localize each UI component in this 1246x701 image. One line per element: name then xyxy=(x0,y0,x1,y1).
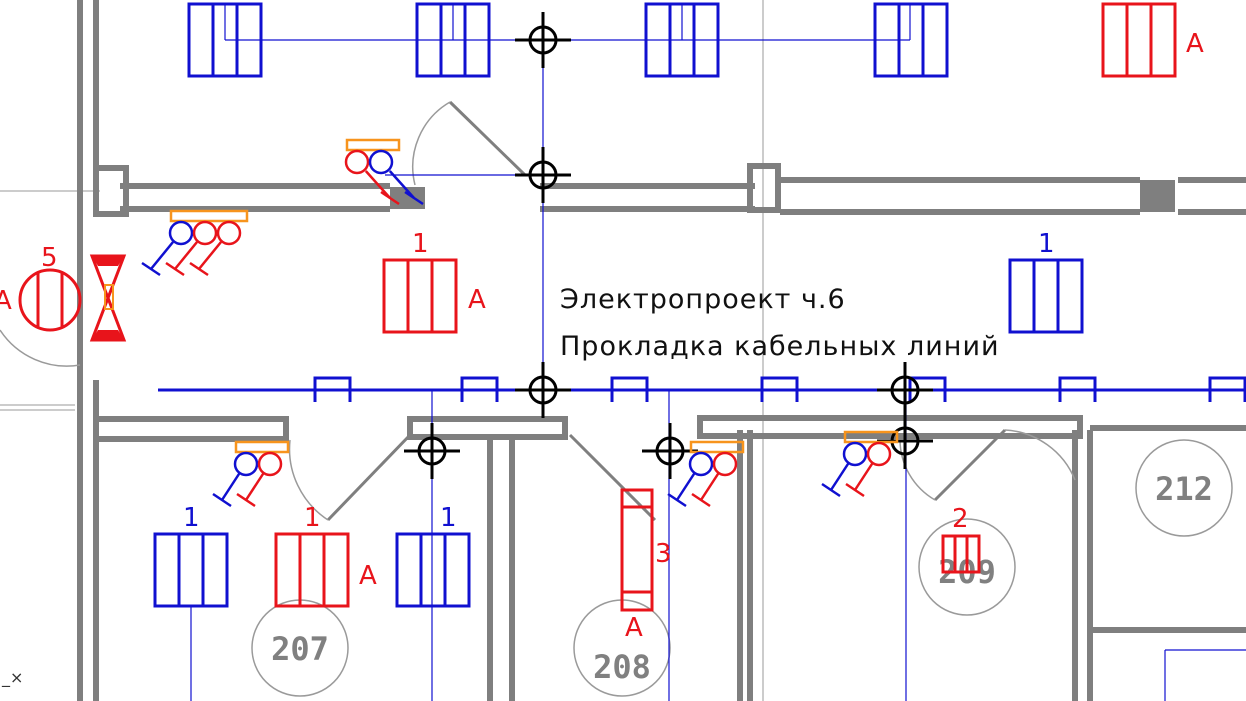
radiator-blue xyxy=(873,2,949,78)
label-low-1-red: 1 xyxy=(304,503,321,533)
convector-3 xyxy=(620,488,654,612)
pipe-compensators xyxy=(313,376,1246,402)
label-fan-a: A xyxy=(0,286,12,316)
label-conv-3: 3 xyxy=(655,539,672,569)
riser-symbol-icon xyxy=(515,147,571,203)
riser-symbol-icon xyxy=(877,362,933,418)
room-number: 207 xyxy=(271,630,329,668)
label-low-1a: 1 xyxy=(183,503,200,533)
room-number: 212 xyxy=(1155,470,1213,508)
valve-groups xyxy=(141,138,899,508)
label-rad-1: 1 xyxy=(412,229,429,259)
room-tag: 212 xyxy=(1135,439,1233,537)
compensator-bracket xyxy=(1058,376,1097,402)
radiator-red xyxy=(382,258,458,334)
valve-group-icon xyxy=(212,440,290,508)
label-rad-1-a: A xyxy=(468,285,486,315)
fan-5 xyxy=(18,268,82,332)
riser-symbol-icon xyxy=(515,362,571,418)
room-tag: 207 xyxy=(251,599,349,697)
room-number: 208 xyxy=(593,648,651,686)
label-fan-5: 5 xyxy=(41,243,58,273)
label-rad-2: 2 xyxy=(952,504,969,534)
radiator-blue xyxy=(1008,258,1084,334)
radiators xyxy=(153,2,1177,612)
valve-group-icon xyxy=(141,209,249,277)
valve-group-icon xyxy=(821,430,899,498)
radiator-blue xyxy=(153,532,229,608)
radiator-blue xyxy=(395,532,471,608)
compensator-bracket xyxy=(610,376,649,402)
room-tag: 208 xyxy=(573,599,671,697)
label-low-1-red-a: A xyxy=(359,561,377,591)
note-subtitle: Прокладка кабельных линий xyxy=(560,331,1000,362)
valve-group-icon xyxy=(667,440,745,508)
radiator-blue xyxy=(644,2,720,78)
label-top-a: A xyxy=(1186,29,1204,59)
radiator-red-small xyxy=(941,534,981,574)
radiator-blue xyxy=(415,2,491,78)
riser-symbol-icon xyxy=(515,12,571,68)
grid-lines xyxy=(0,0,764,701)
valve-group-icon xyxy=(344,138,424,206)
riser-symbol-icon xyxy=(642,423,698,479)
compensator-bracket xyxy=(460,376,499,402)
radiator-blue xyxy=(187,2,263,78)
label-low-1b: 1 xyxy=(440,503,457,533)
compensator-bracket xyxy=(313,376,352,402)
compensator-bracket xyxy=(1208,376,1246,402)
ucs-icon: _× xyxy=(2,668,24,687)
note-title: Электропроект ч.6 xyxy=(560,284,846,315)
risers xyxy=(404,12,933,479)
radiator-red xyxy=(1101,2,1177,78)
label-rad-1-blue: 1 xyxy=(1038,229,1055,259)
radiator-red xyxy=(274,532,350,608)
wall-openings xyxy=(390,180,1175,212)
walls xyxy=(77,0,1246,701)
air-curtain-icon xyxy=(89,254,127,342)
riser-symbol-icon xyxy=(404,423,460,479)
door-swings xyxy=(0,101,1076,521)
compensator-bracket xyxy=(760,376,799,402)
label-conv-3-a: A xyxy=(625,613,643,643)
labels: A 1 A 1 5 A 1 1 A 1 3 A 2 xyxy=(0,29,1204,643)
